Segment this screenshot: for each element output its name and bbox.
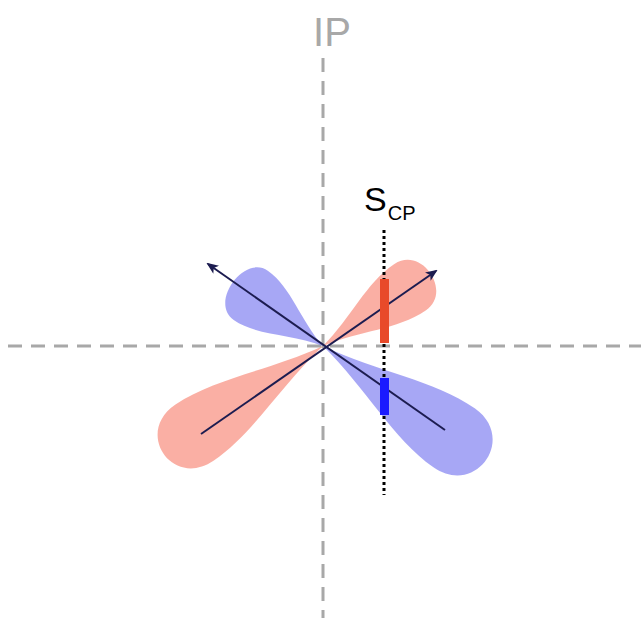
red-orbital bbox=[144, 245, 449, 482]
red-axis-arrow bbox=[201, 271, 436, 434]
signal-subscript: CP bbox=[388, 203, 416, 223]
vertical-axis bbox=[322, 58, 325, 618]
blue-segment bbox=[380, 378, 389, 415]
cut-line bbox=[383, 230, 386, 495]
axis-label: IP bbox=[313, 12, 351, 52]
blue-axis-arrow bbox=[208, 264, 445, 430]
signal-label: S bbox=[364, 182, 387, 216]
red-segment bbox=[380, 279, 389, 343]
